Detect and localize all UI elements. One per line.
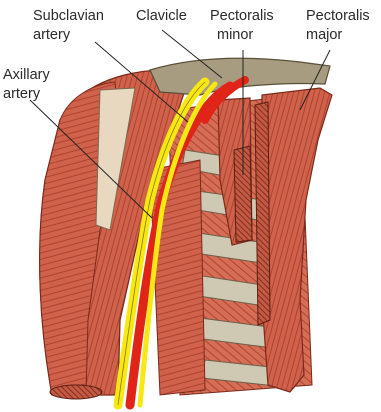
label-pec-major-line1: Pectoralis	[306, 8, 370, 24]
label-pec-major-line2: major	[306, 27, 342, 43]
label-pec-minor-line2: minor	[217, 27, 253, 43]
pectoralis-major-muscle	[262, 88, 332, 392]
label-clavicle: Clavicle	[136, 8, 187, 24]
label-axillary-line1: Axillary	[3, 67, 50, 83]
label-subclavian-line1: Subclavian	[33, 8, 104, 24]
label-subclavian-line2: artery	[33, 27, 71, 43]
label-axillary-line2: artery	[3, 86, 41, 102]
pectoralis-major-cut-edge	[255, 102, 270, 325]
label-pec-minor-line1: Pectoralis	[210, 8, 274, 24]
arm-cross-section	[50, 385, 102, 399]
serratus-muscle	[150, 160, 205, 395]
